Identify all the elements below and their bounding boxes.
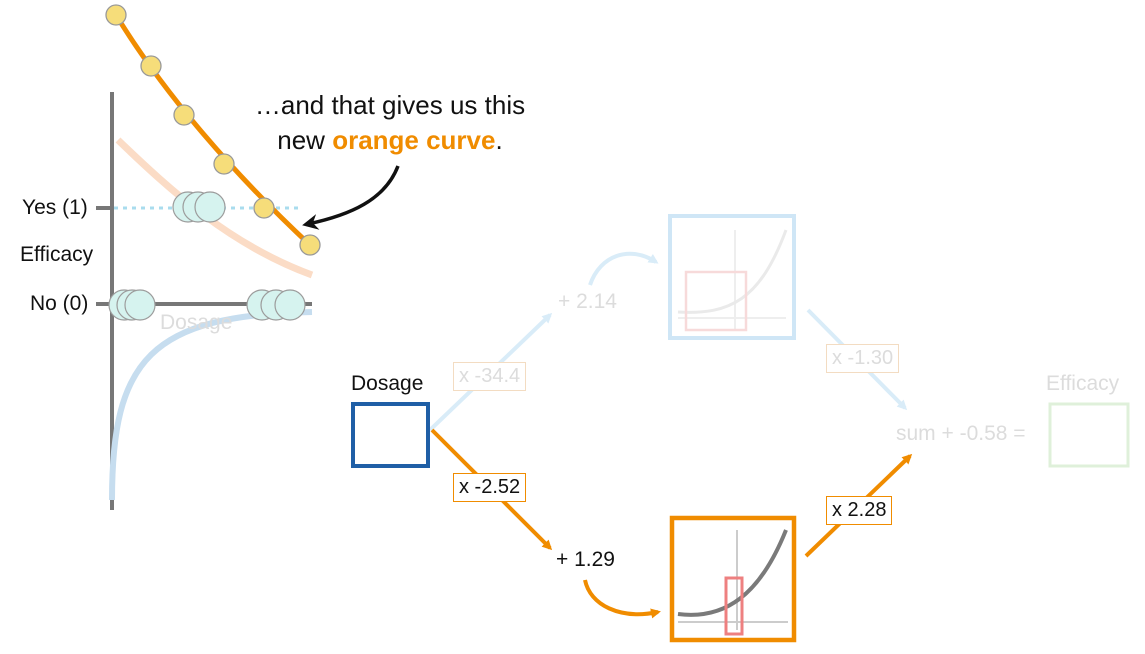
sum-text: sum + -0.58 =: [896, 422, 1026, 445]
left-plot: [96, 4, 400, 510]
no-label: No (0): [30, 292, 89, 315]
curve-point: [213, 153, 235, 175]
orange-arrow-bias: [583, 579, 661, 619]
caption-highlight: orange curve: [332, 125, 496, 155]
output-node-faded: [1048, 402, 1130, 468]
top-weight-out: x -1.30: [826, 344, 900, 373]
caption-suffix: .: [495, 125, 503, 155]
data-point-no: [124, 289, 156, 321]
bottom-weight-out: x 2.28: [826, 496, 893, 525]
faded-box-curve: [677, 229, 788, 314]
curve-point: [253, 197, 275, 219]
caption: …and that gives us this new orange curve…: [200, 88, 580, 158]
top-bias: + 2.14: [558, 290, 617, 313]
caption-prefix: new: [277, 125, 333, 155]
bottom-weight-in: x -2.52: [453, 473, 527, 502]
faded-highlight-rect: [684, 270, 748, 332]
yes-label: Yes (1): [22, 196, 88, 219]
orange-bottom-path: [351, 402, 913, 643]
orange-curve-points: [105, 4, 321, 256]
data-point-no: [274, 289, 306, 321]
data-points: [108, 191, 306, 321]
highlight-rect: [724, 576, 744, 636]
input-node: [351, 402, 430, 468]
y-axis-label: Efficacy: [20, 243, 94, 266]
output-label: Efficacy: [1046, 372, 1120, 395]
curve-point: [173, 104, 195, 126]
curve-point: [105, 4, 127, 26]
faded-activation-box: [668, 214, 796, 340]
data-point-yes: [194, 191, 226, 223]
caption-line-1: …and that gives us this: [254, 90, 526, 120]
faded-top-path: [428, 214, 1130, 468]
x-axis-label: Dosage: [160, 311, 233, 334]
logo-icon: [8, 6, 108, 102]
faded-blue-curve: [109, 309, 313, 501]
statquest-logo: [8, 6, 108, 102]
curve-point: [299, 234, 321, 256]
input-label: Dosage: [351, 372, 424, 395]
bottom-bias: + 1.29: [556, 548, 615, 571]
curve-point: [140, 55, 162, 77]
caption-line-2: new orange curve.: [200, 123, 580, 158]
top-weight-in: x -34.4: [453, 362, 527, 391]
pointer-arrow: [302, 165, 400, 230]
orange-curve: [113, 13, 312, 247]
activation-curve: [677, 529, 788, 617]
faded-arrow-bias: [588, 251, 659, 286]
